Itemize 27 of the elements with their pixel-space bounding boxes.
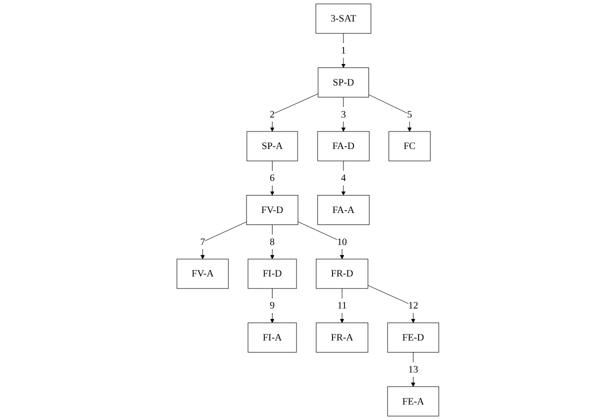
node-box: FV-A	[176, 258, 229, 289]
node-box: 3-SAT	[316, 4, 372, 34]
edge-label: 9	[270, 300, 275, 312]
edge-label: 10	[337, 236, 348, 248]
node-box: FE-D	[387, 322, 440, 353]
node-box: FV-D	[246, 195, 298, 225]
node-box: FR-D	[316, 258, 368, 289]
edge-label: 12	[408, 300, 418, 312]
edge-label: 8	[270, 236, 275, 248]
node-box: FC	[388, 131, 431, 162]
node-box: FI-A	[248, 322, 297, 353]
edge-label: 4	[341, 172, 346, 184]
node-box: FR-A	[316, 322, 368, 353]
edge-label: 5	[407, 108, 412, 120]
edge-label: 1	[341, 45, 346, 56]
node-box: FE-A	[387, 386, 440, 416]
edge-label: 6	[270, 172, 275, 184]
node-box: FA-A	[317, 195, 370, 225]
edge-label: 11	[337, 300, 347, 312]
node-box: SP-A	[246, 131, 298, 162]
edge-label: 13	[408, 364, 418, 375]
edge-label: 3	[341, 108, 346, 120]
node-box: SP-D	[318, 67, 370, 98]
node-box: FA-D	[317, 131, 370, 162]
edge-label: 7	[200, 236, 206, 248]
node-box: FI-D	[248, 258, 297, 289]
edge-label: 2	[270, 108, 275, 120]
